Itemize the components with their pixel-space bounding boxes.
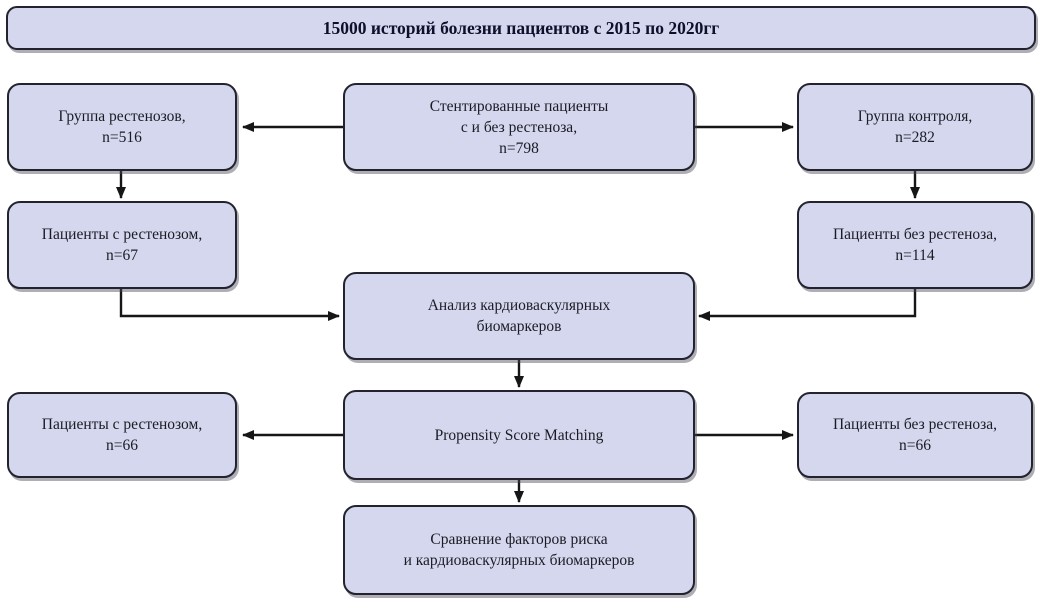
- node-patients-with-restenosis-67: Пациенты с рестенозом, n=67: [7, 201, 237, 289]
- node-line: с и без рестеноза,: [460, 118, 578, 136]
- node-line: n=516: [102, 129, 142, 146]
- arrow-without114-to-analysis: [698, 289, 917, 321]
- node-patients-without-restenosis-114: Пациенты без рестеноза, n=114: [797, 201, 1033, 289]
- node-patients-with-restenosis-66: Пациенты с рестенозом, n=66: [7, 392, 237, 478]
- node-biomarker-analysis: Анализ кардиоваскулярных биомаркеров: [343, 272, 695, 360]
- node-patients-without-restenosis-66: Пациенты без рестеноза, n=66: [797, 392, 1033, 478]
- node-banner-total-histories: 15000 историй болезни пациентов с 2015 п…: [6, 6, 1036, 50]
- node-propensity-score-matching: Propensity Score Matching: [343, 390, 695, 480]
- node-line: Пациенты без рестеноза,: [832, 226, 998, 243]
- node-line: Группа контроля,: [857, 108, 973, 125]
- node-restenosis-group: Группа рестенозов, n=516: [7, 83, 237, 171]
- node-line: Пациенты без рестеноза,: [832, 416, 998, 433]
- node-line: Группа рестенозов,: [58, 108, 186, 125]
- node-risk-factor-comparison: Сравнение факторов риска и кардиоваскуля…: [343, 505, 695, 595]
- node-line: Пациенты с рестенозом,: [41, 416, 203, 433]
- node-line: n=67: [106, 247, 138, 264]
- node-line: n=798: [499, 139, 539, 157]
- node-control-group: Группа контроля, n=282: [797, 83, 1033, 171]
- node-line: n=66: [106, 437, 138, 454]
- node-line: n=114: [895, 247, 935, 264]
- node-line: n=282: [895, 129, 935, 146]
- node-line: Анализ кардиоваскулярных: [427, 297, 611, 314]
- node-line: Стентированные пациенты: [429, 97, 609, 115]
- node-line: n=66: [899, 437, 931, 454]
- node-line: Propensity Score Matching: [434, 426, 604, 444]
- node-line: и кардиоваскулярных биомаркеров: [403, 552, 635, 569]
- node-stented-patients: Стентированные пациенты с и без рестеноз…: [343, 83, 695, 171]
- node-line: Сравнение факторов риска: [430, 531, 608, 548]
- banner-text: 15000 историй болезни пациентов с 2015 п…: [322, 17, 720, 38]
- arrow-with67-to-analysis: [119, 289, 340, 321]
- node-line: Пациенты с рестенозом,: [41, 226, 203, 243]
- node-line: биомаркеров: [476, 318, 562, 335]
